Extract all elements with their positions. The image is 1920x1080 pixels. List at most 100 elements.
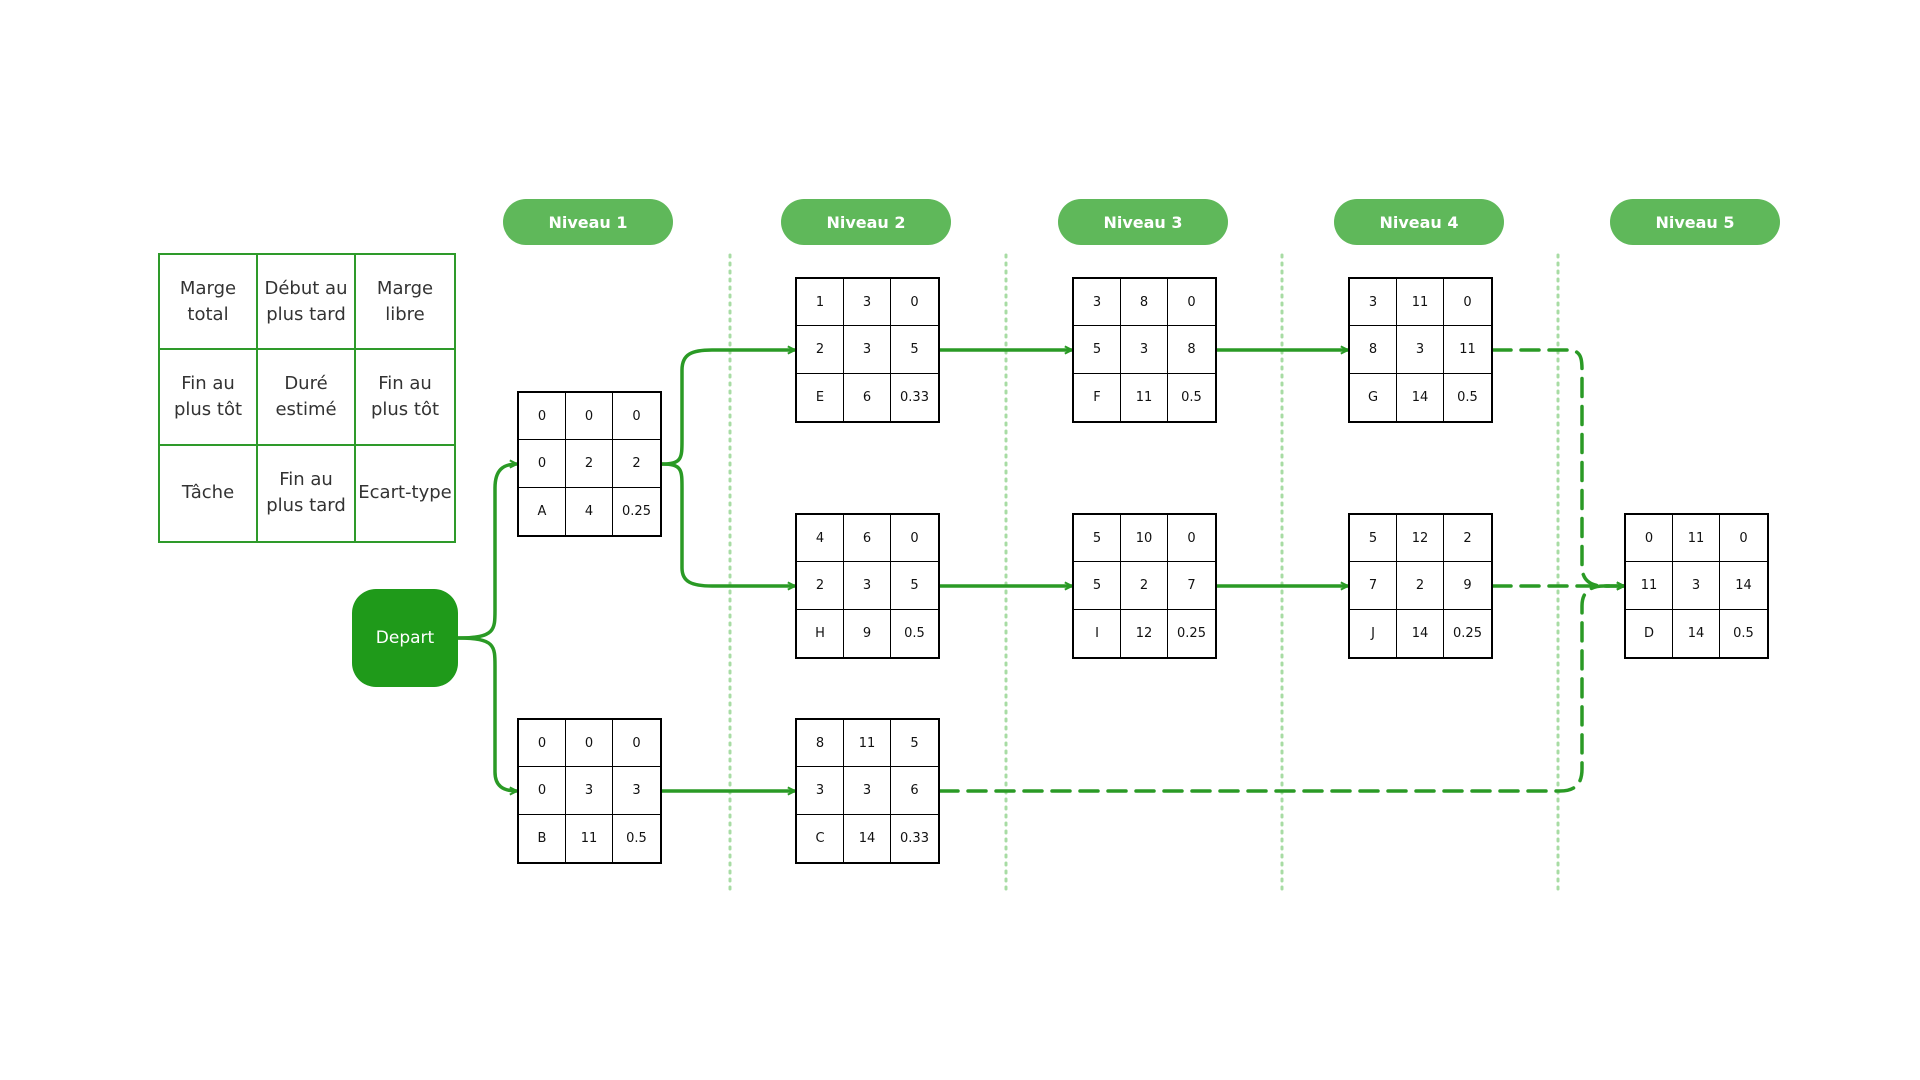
task-g-cell: 8 — [1350, 326, 1397, 374]
task-j-cell: 5 — [1350, 515, 1397, 563]
edge-depart-to-b — [456, 636, 519, 791]
task-b-cell: 3 — [613, 767, 660, 815]
task-h-cell: 4 — [797, 515, 844, 563]
task-d-cell: 11 — [1673, 515, 1720, 563]
task-h-cell: 3 — [844, 562, 891, 610]
task-a-cell: A — [519, 487, 566, 535]
task-j-cell: 2 — [1444, 515, 1491, 563]
task-j-cell: 2 — [1397, 562, 1444, 610]
task-c-cell: 3 — [797, 767, 844, 815]
legend-early-finish-right: Fin au plus tôt — [356, 350, 454, 446]
task-i-cell: 5 — [1074, 562, 1121, 610]
task-a-cell: 0 — [519, 393, 566, 441]
task-i-cell: 5 — [1074, 515, 1121, 563]
task-j-cell: 9 — [1444, 562, 1491, 610]
level-dividers — [728, 253, 1560, 892]
task-h-cell: 6 — [844, 515, 891, 563]
task-e-cell: 3 — [844, 326, 891, 374]
task-h-cell: 5 — [891, 562, 938, 610]
task-e-cell: 5 — [891, 326, 938, 374]
legend-late-start: Début au plus tard — [258, 255, 356, 351]
task-i-cell: I — [1074, 609, 1121, 657]
legend-estimated-duration: Duré estimé — [258, 350, 356, 446]
task-a-cell: 2 — [613, 440, 660, 488]
task-c-cell: 8 — [797, 720, 844, 768]
level-2-header: Niveau 2 — [781, 199, 951, 245]
dependency-edges — [456, 350, 1626, 793]
edge-a-to-h — [660, 462, 797, 586]
task-a-cell: 0 — [613, 393, 660, 441]
task-d-cell: 14 — [1673, 609, 1720, 657]
task-c-cell: 3 — [844, 767, 891, 815]
task-i-cell: 0.25 — [1177, 625, 1206, 641]
task-f-cell: 0 — [1168, 279, 1215, 327]
task-c-cell: 6 — [891, 767, 938, 815]
task-j-cell: 12 — [1397, 515, 1444, 563]
start-node: Depart — [352, 589, 458, 687]
task-d-cell: 0.5 — [1733, 625, 1754, 641]
task-g-cell: 11 — [1444, 326, 1491, 374]
legend-early-finish-left: Fin au plus tôt — [160, 350, 258, 446]
task-b-cell: 0 — [519, 720, 566, 768]
edge-c-to-d — [938, 586, 1626, 793]
legend-task: Tâche — [160, 445, 258, 541]
task-b-cell: 0.5 — [626, 830, 647, 846]
task-b-cell: 11 — [566, 814, 613, 862]
task-h-cell: H — [797, 609, 844, 657]
task-g-cell: 3 — [1350, 279, 1397, 327]
task-f-cell: 11 — [1121, 373, 1168, 421]
task-b-cell: 0 — [613, 720, 660, 768]
task-a-cell: 4 — [566, 487, 613, 535]
task-j-cell: 7 — [1350, 562, 1397, 610]
task-d-cell: D — [1626, 609, 1673, 657]
task-i-cell: 0 — [1168, 515, 1215, 563]
task-e-cell: 0.33 — [900, 389, 929, 405]
task-g-cell: 0.5 — [1457, 389, 1478, 405]
task-e-cell: 2 — [797, 326, 844, 374]
task-f-cell: 5 — [1074, 326, 1121, 374]
task-e-cell: 1 — [797, 279, 844, 327]
legend-late-finish: Fin au plus tard — [258, 445, 356, 541]
task-f-cell: 3 — [1074, 279, 1121, 327]
task-a-cell: 0 — [519, 440, 566, 488]
task-j-cell: J — [1350, 609, 1397, 657]
task-b-cell: 0 — [566, 720, 613, 768]
task-a-cell: 0.25 — [622, 503, 651, 519]
task-d-cell: 3 — [1673, 562, 1720, 610]
task-a-cell: 0 — [566, 393, 613, 441]
task-j-cell: 14 — [1397, 609, 1444, 657]
task-b-cell: 0 — [519, 767, 566, 815]
task-d-cell: 14 — [1720, 562, 1767, 610]
task-c-cell: 0.33 — [900, 830, 929, 846]
task-j-cell: 0.25 — [1453, 625, 1482, 641]
task-f-cell: 8 — [1168, 326, 1215, 374]
legend-total-float: Marge total — [160, 255, 258, 351]
task-h-cell: 2 — [797, 562, 844, 610]
level-1-header: Niveau 1 — [503, 199, 673, 245]
task-b-cell: 3 — [566, 767, 613, 815]
task-f-cell: 0.5 — [1181, 389, 1202, 405]
level-5-header: Niveau 5 — [1610, 199, 1780, 245]
task-h-cell: 0.5 — [904, 625, 925, 641]
legend-free-float: Marge libre — [356, 255, 454, 351]
task-b-cell: B — [519, 814, 566, 862]
edge-depart-to-a — [456, 464, 519, 640]
task-c-cell: 5 — [891, 720, 938, 768]
level-4-header: Niveau 4 — [1334, 199, 1504, 245]
task-i-cell: 2 — [1121, 562, 1168, 610]
task-e-cell: 3 — [844, 279, 891, 327]
task-g-cell: G — [1350, 373, 1397, 421]
task-e-cell: E — [797, 373, 844, 421]
task-d-cell: 11 — [1626, 562, 1673, 610]
edge-a-to-e — [660, 350, 797, 466]
legend-std-deviation: Ecart-type — [358, 482, 452, 504]
